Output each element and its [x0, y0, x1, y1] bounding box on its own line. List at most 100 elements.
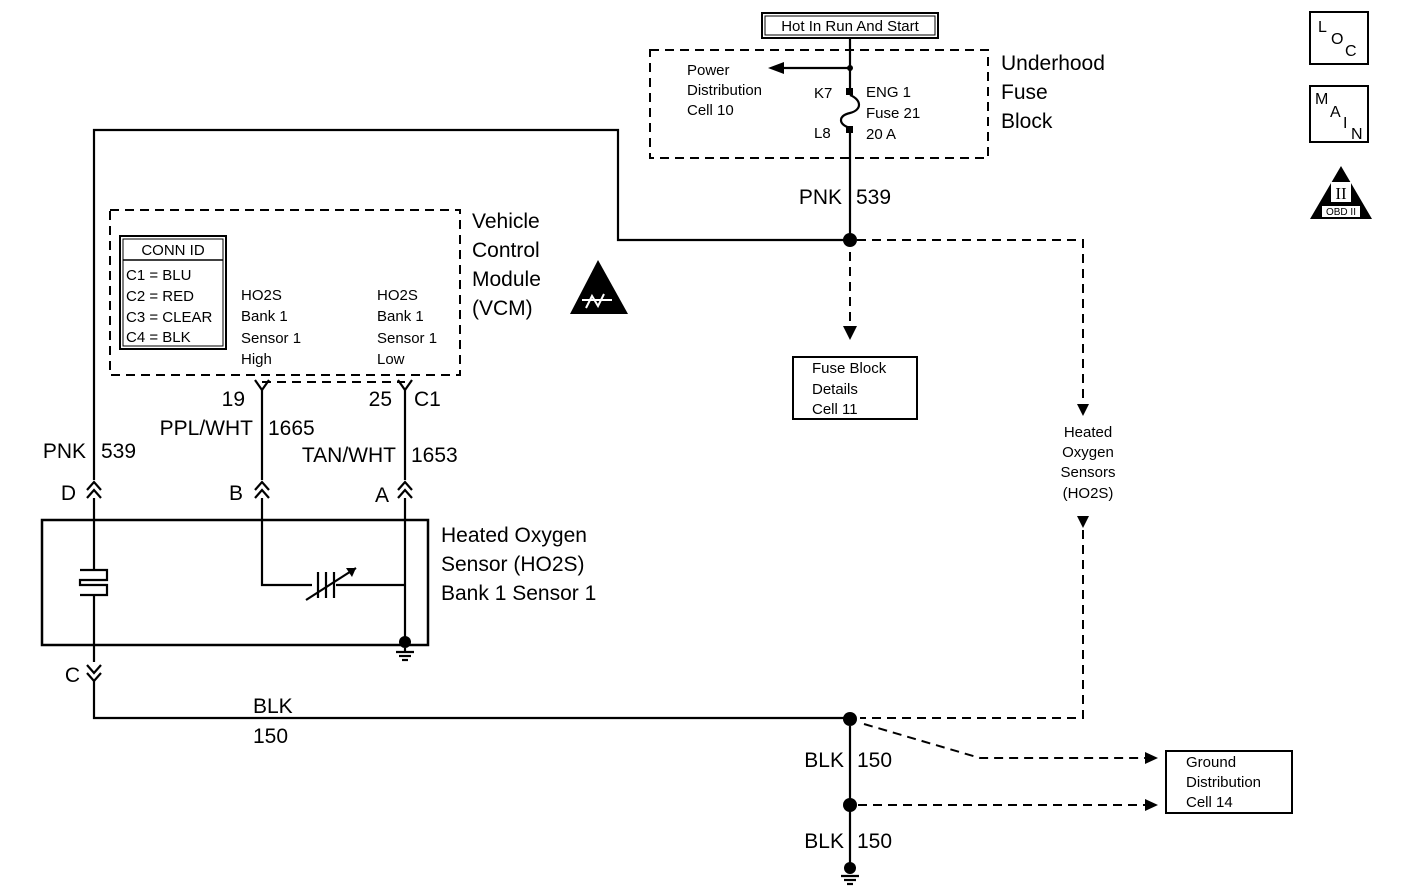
wire-tan-circuit: 1653 [411, 444, 458, 467]
svg-text:Control: Control [472, 239, 540, 262]
wire-blk-main-color: BLK [253, 695, 293, 718]
sensor-pin-a [397, 480, 413, 499]
splice-pnk [843, 233, 857, 247]
ground-symbol [396, 648, 414, 662]
conn-id-table: CONN ID C1 = BLU C2 = RED C3 = CLEAR C4 … [119, 235, 227, 350]
power-distribution-ref[interactable]: Power Distribution Cell 10 [687, 62, 762, 119]
svg-text:I: I [1343, 115, 1347, 132]
svg-text:ENG 1: ENG 1 [866, 84, 911, 101]
svg-text:20 A: 20 A [866, 126, 896, 143]
sensor-pin-b [254, 480, 270, 499]
obd-ii-icon[interactable]: II OBD II [1310, 166, 1372, 219]
wire-pnk-top-color: PNK [799, 186, 842, 209]
svg-text:A: A [1330, 104, 1341, 121]
wire-pnk-539 [92, 128, 850, 480]
svg-text:C: C [1345, 43, 1357, 60]
svg-text:Distribution: Distribution [687, 82, 762, 99]
sensing-element [305, 567, 357, 601]
svg-text:(HO2S): (HO2S) [1063, 485, 1114, 502]
svg-text:M: M [1315, 91, 1328, 108]
fuse-symbol [839, 93, 861, 130]
svg-text:II: II [1335, 184, 1347, 203]
ho2s-sensor-box [40, 518, 430, 647]
svg-text:Details: Details [812, 381, 858, 398]
svg-text:Sensor 1: Sensor 1 [241, 330, 301, 347]
wire-ppl-circuit: 1665 [268, 417, 315, 440]
vcm-pin-high-label: HO2S Bank 1 Sensor 1 High [241, 287, 301, 368]
svg-text:Bank 1 Sensor 1: Bank 1 Sensor 1 [441, 582, 596, 605]
svg-text:Oxygen: Oxygen [1062, 444, 1114, 461]
power-source-label: Hot In Run And Start [761, 12, 939, 39]
sensor-pin-c [86, 664, 102, 683]
splice-blk-upper [843, 712, 857, 726]
fuse-block-details-ref[interactable]: Fuse Block Details Cell 11 [792, 356, 918, 420]
vcm-pin-low-label: HO2S Bank 1 Sensor 1 Low [377, 287, 437, 368]
wire-blk-mid-circuit: 150 [857, 749, 892, 772]
pin-b-label: B [229, 482, 243, 505]
svg-text:Ground: Ground [1186, 754, 1236, 771]
splice-blk-lower [843, 798, 857, 812]
heater-element [78, 568, 109, 597]
wire-pnk-left-color: PNK [43, 440, 86, 463]
svg-text:HO2S: HO2S [241, 287, 282, 304]
fuse-block-title: Underhood Fuse Block [1001, 52, 1105, 133]
wire-blk-main-circuit: 150 [253, 725, 288, 748]
svg-text:Module: Module [472, 268, 541, 291]
svg-text:C1 = BLU: C1 = BLU [126, 267, 191, 284]
svg-text:Cell 14: Cell 14 [1186, 794, 1233, 811]
svg-text:Bank 1: Bank 1 [241, 308, 288, 325]
svg-text:Heated: Heated [1064, 424, 1112, 441]
ho2s-sensor-title: Heated Oxygen Sensor (HO2S) Bank 1 Senso… [441, 524, 596, 605]
svg-text:Sensor 1: Sensor 1 [377, 330, 437, 347]
wire-tan-color: TAN/WHT [302, 444, 396, 467]
power-ref-arrow [768, 62, 850, 74]
svg-text:Sensor (HO2S): Sensor (HO2S) [441, 553, 585, 576]
ho2s-ref-label[interactable]: Heated Oxygen Sensors (HO2S) [1060, 424, 1115, 502]
svg-text:N: N [1351, 126, 1363, 143]
main-icon[interactable]: M A I N [1309, 85, 1369, 143]
svg-text:Fuse Block: Fuse Block [812, 360, 887, 377]
svg-text:Block: Block [1001, 110, 1053, 133]
svg-text:Distribution: Distribution [1186, 774, 1261, 791]
svg-text:Vehicle: Vehicle [472, 210, 540, 233]
wire-blk-150 [92, 681, 850, 720]
svg-text:OBD II: OBD II [1326, 207, 1356, 218]
svg-text:O: O [1331, 31, 1343, 48]
terminal-l8: L8 [814, 125, 831, 142]
vcm-title: Vehicle Control Module (VCM) [472, 210, 541, 320]
svg-text:Fuse: Fuse [1001, 81, 1048, 104]
vcm-outline [109, 209, 461, 376]
fuse-block-outline [649, 49, 989, 159]
svg-text:Cell 11: Cell 11 [812, 401, 858, 418]
svg-text:L: L [1318, 19, 1327, 36]
svg-text:CONN ID: CONN ID [141, 242, 205, 259]
svg-text:(VCM): (VCM) [472, 297, 533, 320]
svg-text:Hot In Run And Start: Hot In Run And Start [781, 18, 919, 35]
wire-blk-low-circuit: 150 [857, 830, 892, 853]
pin-25-label: 25 [369, 388, 392, 411]
wire-blk-mid-color: BLK [804, 749, 844, 772]
svg-text:High: High [241, 351, 272, 368]
ground-symbol-main [841, 874, 859, 886]
svg-text:Bank 1: Bank 1 [377, 308, 424, 325]
svg-text:Heated Oxygen: Heated Oxygen [441, 524, 587, 547]
fuse-label: ENG 1 Fuse 21 20 A [866, 84, 920, 143]
wire-ppl-color: PPL/WHT [160, 417, 254, 440]
svg-text:C2 = RED: C2 = RED [126, 288, 194, 305]
svg-text:Power: Power [687, 62, 730, 79]
svg-text:Cell 10: Cell 10 [687, 102, 734, 119]
esd-warning-icon [570, 260, 628, 314]
svg-text:C3 = CLEAR: C3 = CLEAR [126, 309, 212, 326]
pin-a-label: A [375, 484, 389, 507]
svg-text:Sensors: Sensors [1060, 464, 1115, 481]
svg-text:HO2S: HO2S [377, 287, 418, 304]
loc-icon[interactable]: L O C [1309, 11, 1369, 65]
pin-d-label: D [61, 482, 76, 505]
ground-distribution-ref[interactable]: Ground Distribution Cell 14 [1165, 750, 1293, 814]
pin-19-label: 19 [222, 388, 245, 411]
wire-pnk-top-circuit: 539 [856, 186, 891, 209]
pin-c-label: C [65, 664, 80, 687]
svg-text:Fuse 21: Fuse 21 [866, 105, 920, 122]
terminal-k7: K7 [814, 85, 832, 102]
